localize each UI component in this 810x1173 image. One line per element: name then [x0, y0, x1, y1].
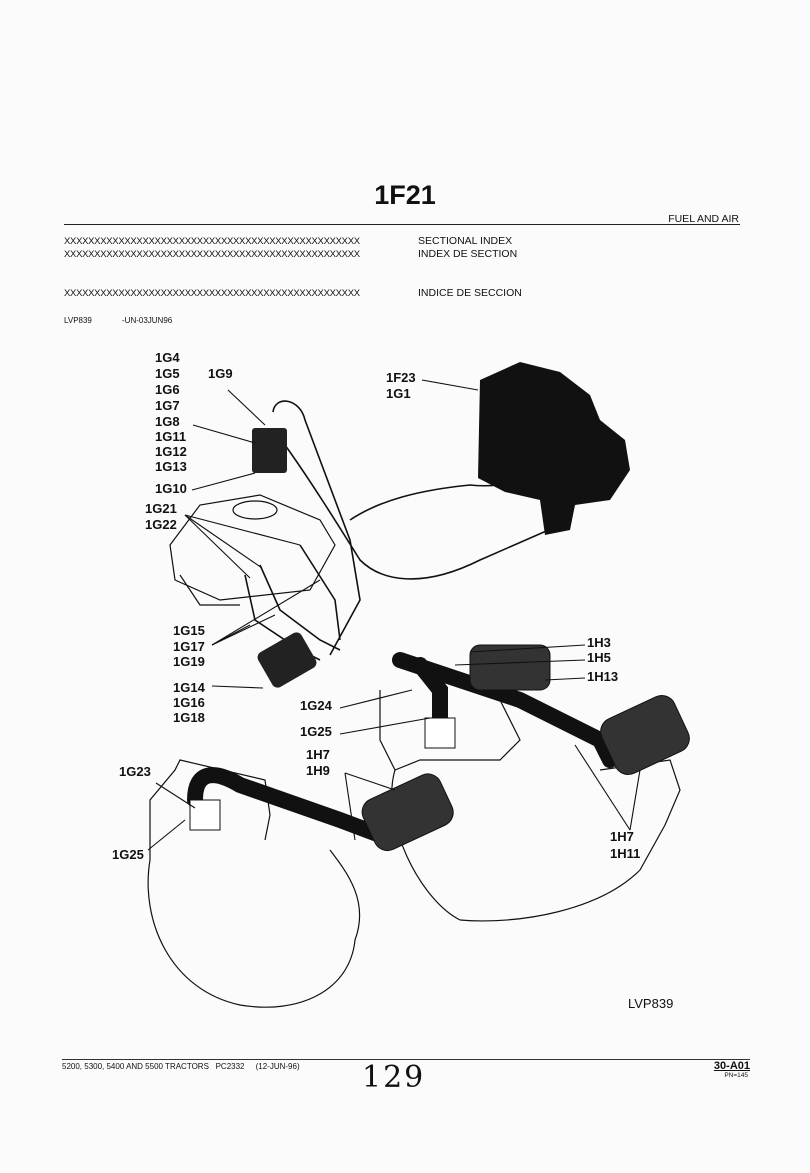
- leader-lines: [147, 379, 641, 851]
- air-cleaners: [189, 644, 690, 852]
- fuel-lines: [244, 400, 561, 661]
- figure-id: LVP839: [628, 996, 674, 1011]
- index-label: INDEX DE SECTION: [418, 248, 518, 260]
- callout-1g19: 1G19: [173, 654, 205, 669]
- callout-1g7: 1G7: [155, 398, 180, 413]
- callout-1g5: 1G5: [155, 366, 180, 381]
- callout-1g13: 1G13: [155, 459, 187, 474]
- index-placeholder: XXXXXXXXXXXXXXXXXXXXXXXXXXXXXXXXXXXXXXXX…: [64, 249, 360, 260]
- callout-1h13: 1H13: [587, 669, 619, 684]
- callout-1g8: 1G8: [155, 414, 180, 429]
- callout-1g6: 1G6: [155, 382, 180, 397]
- callout-1g16: 1G16: [173, 695, 205, 710]
- callout-1g25: 1G25: [112, 847, 144, 862]
- callout-1g12: 1G12: [155, 444, 187, 459]
- index-placeholder: XXXXXXXXXXXXXXXXXXXXXXXXXXXXXXXXXXXXXXXX…: [64, 288, 360, 299]
- air-intake-hoses: [187, 652, 618, 843]
- callout-1g17: 1G17: [173, 639, 205, 654]
- callout-1g24: 1G24: [300, 698, 332, 713]
- callout-1g10: 1G10: [155, 481, 187, 496]
- callout-1g11: 1G11: [155, 429, 187, 444]
- ref-date: -UN-03JUN96: [122, 316, 173, 325]
- callout-1h5: 1H5: [587, 650, 611, 665]
- callout-1g1: 1G1: [386, 386, 411, 401]
- callout-1h7: 1H7: [610, 829, 634, 844]
- callout-1g14: 1G14: [173, 680, 205, 695]
- callout-1h7: 1H7: [306, 747, 330, 762]
- footer-page-code: 30-A01: [713, 1060, 750, 1072]
- fuel-tank: [478, 362, 630, 535]
- index-placeholder: XXXXXXXXXXXXXXXXXXXXXXXXXXXXXXXXXXXXXXXX…: [64, 236, 360, 247]
- footer-divider: [62, 1059, 750, 1060]
- footer-models: 5200, 5300, 5400 AND 5500 TRACTORS PC233…: [62, 1062, 300, 1071]
- index-label: SECTIONAL INDEX: [418, 235, 513, 247]
- callout-1g9: 1G9: [208, 366, 233, 381]
- callout-1g18: 1G18: [173, 710, 205, 725]
- callout-1g23: 1G23: [119, 764, 151, 779]
- callout-1g25: 1G25: [300, 724, 332, 739]
- page-title: 1F21: [374, 180, 436, 210]
- callout-1g15: 1G15: [173, 623, 205, 638]
- callout-1g21: 1G21: [145, 501, 177, 516]
- callout-1g4: 1G4: [155, 350, 180, 365]
- ref-code: LVP839: [64, 316, 92, 325]
- index-label: INDICE DE SECCION: [418, 287, 522, 299]
- header-divider: [64, 224, 740, 225]
- callout-1h3: 1H3: [587, 635, 611, 650]
- footer-pn: PN=145: [724, 1072, 748, 1079]
- callout-1h9: 1H9: [306, 763, 330, 778]
- handwritten-page-number: 129: [362, 1060, 426, 1095]
- callout-1g22: 1G22: [145, 517, 177, 532]
- callout-1h11: 1H11: [610, 846, 641, 861]
- callout-1f23: 1F23: [386, 370, 416, 385]
- section-name: FUEL AND AIR: [668, 213, 739, 225]
- fuel-filter: [252, 428, 317, 688]
